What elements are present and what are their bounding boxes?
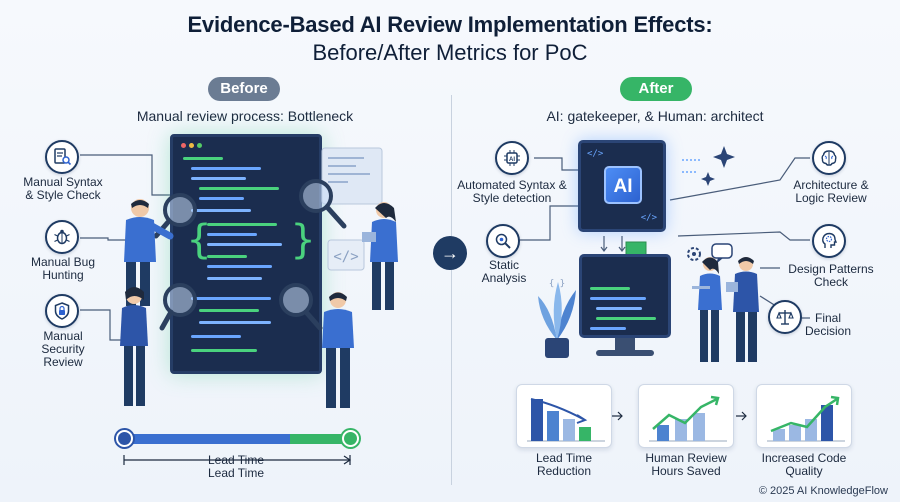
code-line (596, 307, 642, 310)
code-line (199, 309, 259, 312)
code-line (207, 233, 257, 236)
brace-glyph: { (187, 217, 212, 263)
code-line (207, 265, 272, 268)
final-decision-label: Final Decision (804, 311, 852, 338)
scales-icon (768, 300, 802, 334)
code-line (191, 177, 246, 180)
metric-card-code-quality (756, 384, 852, 448)
lead-time-end-dot (342, 430, 359, 447)
code-line (191, 335, 241, 338)
window-dot (189, 143, 194, 148)
magnifier-icon (159, 283, 197, 331)
reviewers-illustration (120, 199, 398, 408)
after-subtitle: AI: gatekeeper, & Human: architect (546, 108, 764, 124)
design-patterns-label: Design Patterns Check (788, 262, 874, 289)
code-line (191, 349, 257, 352)
architect-person (692, 257, 722, 362)
architecture-logic-label: Architecture & Logic Review (793, 178, 869, 205)
ai-chip: AI (604, 166, 642, 204)
lead-time-bar-end (290, 434, 348, 444)
before-connectors (80, 154, 352, 465)
manual-syntax-label: Manual Syntax & Style Check (23, 175, 103, 202)
head-gear-icon (812, 224, 846, 258)
plant-illustration: { } (538, 279, 576, 358)
architects-illustration (692, 257, 759, 362)
page-title: Evidence-Based AI Review Implementation … (187, 12, 713, 37)
code-line (199, 197, 244, 200)
code-line (191, 167, 261, 170)
svg-text:AI: AI (509, 157, 515, 163)
reviewer-person (362, 202, 398, 310)
code-line (199, 187, 279, 190)
automated-syntax-label: Automated Syntax & Style detection (457, 178, 567, 205)
ai-chip-icon: AI (495, 141, 529, 175)
lead-time-reduction-label: Lead Time Reduction (535, 451, 593, 478)
lead-time-chart (527, 398, 605, 442)
magnifier-icon (299, 179, 347, 229)
monitor-base (596, 350, 654, 356)
code-line (590, 327, 626, 330)
brain-icon (812, 141, 846, 175)
static-analysis-label: Static Analysis (481, 258, 527, 285)
code-line (590, 287, 630, 290)
svg-text:</>: </> (333, 249, 358, 265)
code-line (207, 223, 277, 226)
lead-time-label-top: Lead Time (207, 453, 265, 467)
svg-text:{ }: { } (549, 279, 565, 289)
manual-bug-label: Manual Bug Hunting (30, 255, 96, 282)
code-line (596, 317, 656, 320)
transition-arrow-icon: → (433, 236, 467, 270)
lead-time-label-bottom: Lead Time (207, 466, 265, 480)
code-tag-glyph: </> (640, 213, 657, 223)
code-tag-glyph: </> (587, 149, 604, 159)
page-subtitle: Before/After Metrics for PoC (312, 40, 588, 65)
code-line (590, 297, 646, 300)
code-quality-label: Increased Code Quality (761, 451, 847, 478)
footer-copyright: © 2025 AI KnowledgeFlow (758, 485, 888, 497)
window-dot (181, 143, 186, 148)
magnifier-gear-icon (486, 224, 520, 258)
code-quality-chart (767, 395, 845, 442)
after-connectors (510, 146, 810, 421)
reviewer-person (120, 287, 148, 406)
review-monitor (579, 254, 671, 338)
side-code-panel: </> (321, 147, 383, 271)
code-line (191, 209, 251, 212)
section-divider (451, 95, 452, 485)
metric-card-lead-time (516, 384, 612, 448)
code-screen: { } (170, 134, 322, 374)
window-dot (197, 143, 202, 148)
lead-time-bar (122, 434, 350, 444)
code-line (199, 321, 271, 324)
code-line (207, 243, 282, 246)
before-subtitle: Manual review process: Bottleneck (136, 108, 354, 124)
bug-icon (45, 220, 79, 254)
review-hours-chart (649, 395, 727, 442)
code-line (207, 277, 262, 280)
after-badge: After (620, 77, 692, 101)
metric-card-review-hours (638, 384, 734, 448)
reviewer-person (322, 292, 354, 408)
document-search-icon (45, 140, 79, 174)
brace-glyph: } (291, 217, 316, 263)
lead-time-start-dot (116, 430, 133, 447)
monitor-stand (615, 338, 635, 352)
reviewer-person (124, 199, 174, 306)
magnifier-icon (279, 283, 323, 331)
code-line (191, 297, 271, 300)
code-line (207, 255, 247, 258)
architect-person (726, 257, 759, 362)
lock-shield-icon (45, 294, 79, 328)
manual-security-label: Manual Security Review (41, 329, 85, 369)
review-hours-saved-label: Human Review Hours Saved (645, 451, 727, 478)
before-badge: Before (208, 77, 280, 101)
magnifier-group (153, 179, 347, 331)
code-line (183, 157, 223, 160)
